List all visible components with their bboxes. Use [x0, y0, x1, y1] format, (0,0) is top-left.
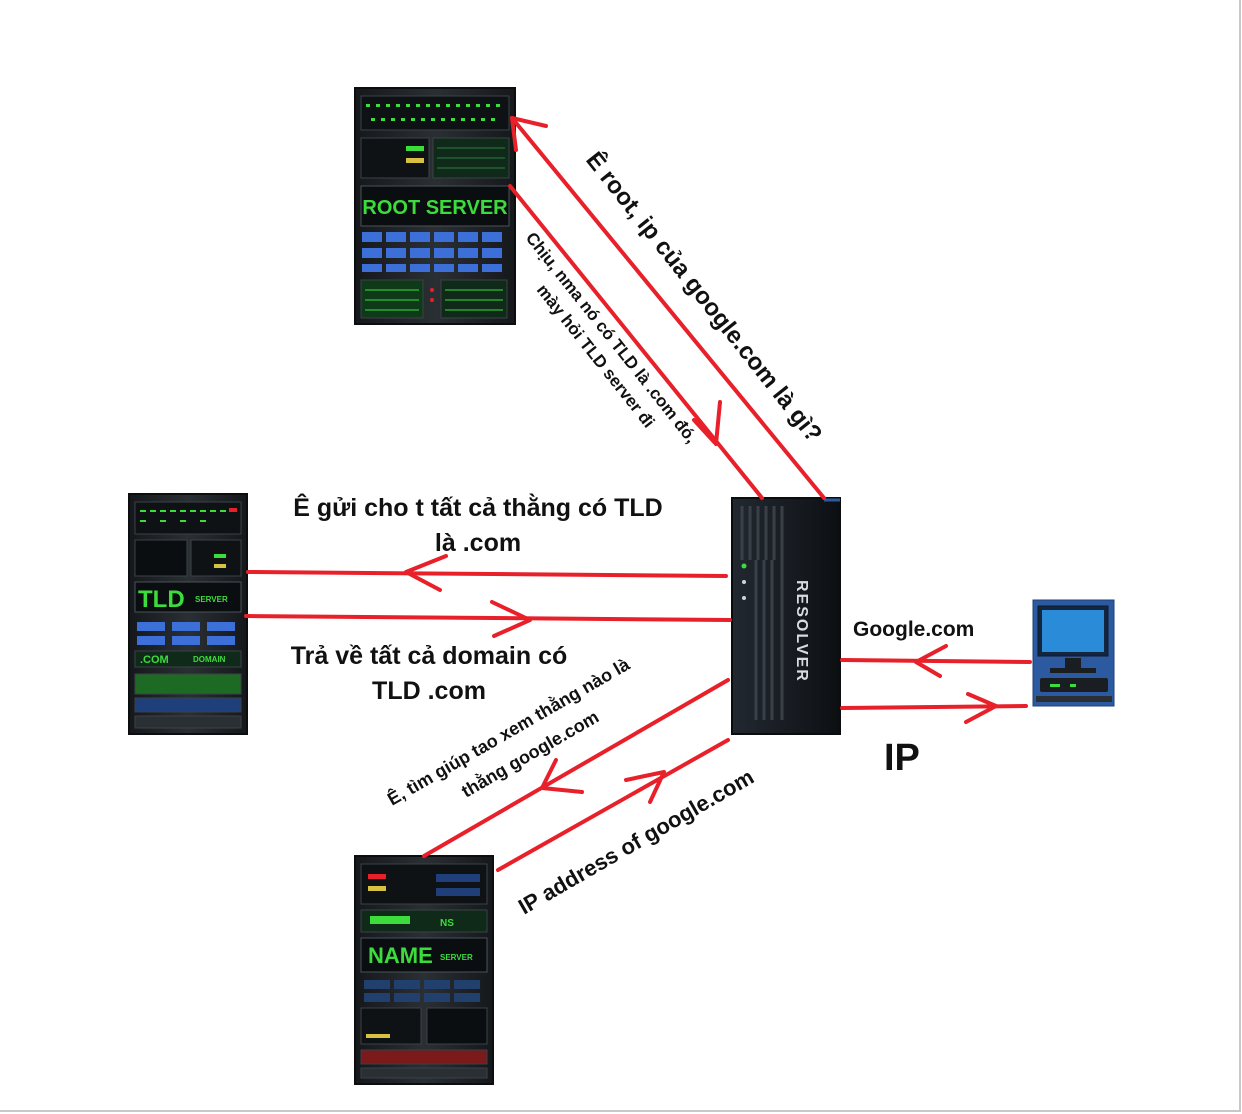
arrow-root-to-resolver	[508, 184, 764, 500]
label-tld-reply-line1: Trả về tất cả domain có	[291, 642, 568, 670]
tld-server-title: TLD	[138, 586, 185, 613]
arrow-name-to-resolver-head	[624, 770, 666, 804]
arrow-client-to-resolver-head	[914, 644, 948, 678]
tld-server: TLD SERVER .COM DOMAIN	[128, 493, 248, 735]
name-server: NS NAME SERVER	[354, 855, 494, 1085]
arrow-root-to-resolver-head	[692, 400, 722, 446]
tld-server-domain-label: DOMAIN	[193, 655, 226, 664]
arrow-client-to-resolver	[840, 658, 1032, 664]
arrow-name-to-resolver	[496, 738, 730, 872]
arrow-resolver-to-root	[510, 116, 826, 500]
arrow-resolver-to-client	[840, 704, 1028, 710]
label-ask-root: Ê root, ip của google.com là gì?	[580, 146, 828, 447]
label-client-answer: IP	[884, 737, 920, 779]
name-server-title: NAME	[368, 943, 433, 968]
name-server-ns-label: NS	[440, 918, 454, 929]
name-server-subtitle: SERVER	[440, 953, 473, 962]
root-server: ROOT SERVER	[354, 87, 516, 325]
label-ask-tld-line1: Ê gửi cho t tất cả thằng có TLD	[293, 492, 663, 522]
arrow-resolver-to-name-head	[540, 758, 584, 794]
resolver-server: RESOLVER	[731, 497, 841, 735]
client-computer-icon	[1032, 599, 1115, 707]
label-client-query: Google.com	[853, 618, 974, 641]
label-ask-tld-line2: là .com	[435, 529, 521, 557]
arrow-resolver-to-root-head	[510, 116, 548, 152]
resolver-title: RESOLVER	[793, 580, 810, 683]
arrow-tld-to-resolver-head	[490, 600, 532, 638]
arrow-resolver-to-tld-head	[404, 554, 448, 592]
arrow-resolver-to-tld	[246, 570, 728, 578]
arrow-resolver-to-name	[422, 678, 730, 858]
tld-server-com-label: .COM	[140, 654, 169, 666]
arrow-resolver-to-client-head	[964, 692, 998, 724]
tld-server-subtitle: SERVER	[195, 595, 228, 604]
root-server-title: ROOT SERVER	[362, 197, 508, 219]
arrow-tld-to-resolver	[244, 614, 732, 622]
label-tld-reply-line2: TLD .com	[372, 677, 486, 705]
